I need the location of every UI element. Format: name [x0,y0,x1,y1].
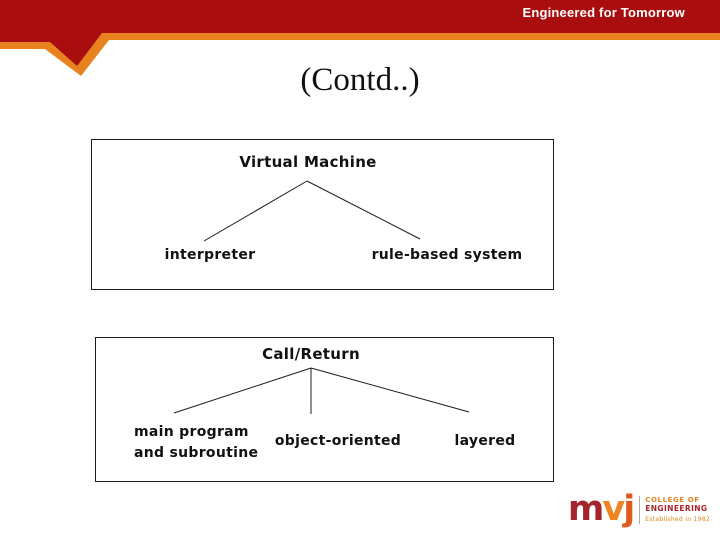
tree2-root-label: Call/Return [262,345,360,363]
tree2-left-leaf-line2: and subroutine [134,445,259,461]
tree2-branch-lines [173,367,470,414]
logo-letter-j: j [623,489,635,529]
logo-engineering-text: ENGINEERING [645,504,708,513]
header-tagline: Engineered for Tomorrow [522,5,685,20]
banner-red-shape [0,0,720,66]
tree1-branch-lines [203,180,421,242]
mvj-logo-mark: mvj [567,489,635,529]
tree2-right-leaf-label: layered [454,433,516,449]
tree2-left-leaf-line1: main program [134,424,249,440]
tree1-right-leaf-label: rule-based system [371,247,523,263]
logo-college-of-text: COLLEGE OF [645,496,700,504]
virtual-machine-diagram-box: Virtual Machine interpreter rule-based s… [91,139,554,290]
tree2-left-leaf-label: main program and subroutine [134,422,258,464]
logo-established-text: Established in 1982 [645,516,710,523]
tree1-root-label: Virtual Machine [239,153,377,171]
mvj-logo: mvj COLLEGE OF ENGINEERING Established i… [568,492,710,527]
logo-letter-m: m [567,489,605,529]
call-return-diagram-box: Call/Return main program and subroutine … [95,337,554,482]
tree2-middle-leaf-label: object-oriented [274,433,402,449]
logo-text-block: COLLEGE OF ENGINEERING Established in 19… [645,496,710,523]
tree1-left-leaf-label: interpreter [164,247,256,263]
logo-letter-v: v [602,489,625,529]
logo-divider [639,495,641,524]
header-banner [0,0,720,76]
page-title: (Contd..) [300,62,420,98]
